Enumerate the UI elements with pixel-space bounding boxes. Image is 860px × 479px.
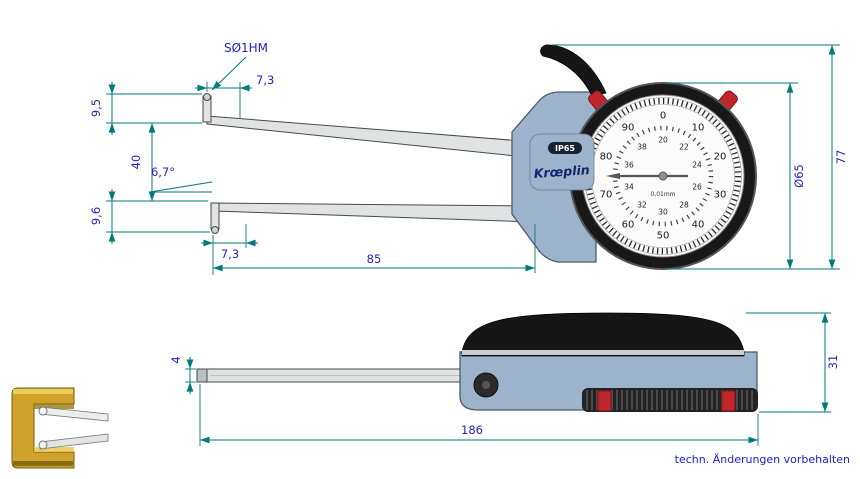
workpiece-upper-tip: [39, 406, 109, 422]
dial-number: 10: [692, 123, 705, 134]
lower-measuring-arm: [210, 202, 536, 234]
dial-outer-ticks: [585, 98, 741, 254]
dial-number: 20: [714, 152, 727, 163]
brass-part-illustration: [11, 387, 109, 469]
dial-inner-number: 34: [624, 183, 634, 192]
dial-inner-number: 22: [679, 143, 689, 152]
svg-text:77: 77: [834, 150, 848, 165]
ip-rating-label: IP65: [555, 144, 575, 153]
svg-text:186: 186: [461, 423, 483, 437]
svg-text:Ø65: Ø65: [792, 164, 806, 188]
dimension-body-height: 77: [552, 44, 848, 269]
dial-number: 80: [600, 152, 613, 163]
dimension-arm-thickness: 4: [169, 356, 196, 394]
side-red-clamp-right: [721, 390, 736, 412]
brand-logo: Krœplin: [533, 162, 590, 181]
dimension-side-height: 31: [746, 312, 840, 413]
dial-number: 30: [714, 190, 727, 201]
svg-text:7,3: 7,3: [221, 247, 239, 261]
lower-contact-ball: [211, 226, 219, 234]
svg-text:7,3: 7,3: [256, 73, 274, 87]
dimension-dial-diameter: Ø65: [668, 82, 840, 270]
trigger-lever: [540, 44, 607, 97]
dial-inner-number: 38: [637, 143, 647, 152]
dial-inner-number: 26: [692, 183, 702, 192]
dimension-upper-tip-height: 9,5: [89, 82, 202, 135]
svg-text:9,6: 9,6: [89, 207, 103, 225]
svg-text:6,7°: 6,7°: [151, 165, 175, 179]
svg-text:4: 4: [169, 356, 183, 363]
dial-number: 70: [600, 190, 613, 201]
dial-face: 0 10 20 30 40 50 60 70 80 90 20 22 24 26…: [569, 82, 757, 270]
footer-note: techn. Änderungen vorbehalten: [675, 453, 850, 466]
dial-number: 0: [660, 111, 666, 122]
dimension-lower-tip-height: 9,6: [89, 189, 210, 244]
dimension-upper-tip-offset: 7,3: [195, 73, 274, 118]
dial-number: 60: [622, 220, 635, 231]
side-view-dial-dome: [461, 312, 745, 357]
dimension-arm-span: 40: [106, 123, 208, 202]
dial-number: 40: [692, 220, 705, 231]
side-view-arm: [196, 368, 491, 383]
svg-text:9,5: 9,5: [89, 99, 103, 117]
brand-plate: IP65 Krœplin: [529, 133, 595, 191]
dial-inner-number: 36: [624, 161, 634, 170]
dimension-angle: 6,7°: [149, 165, 213, 193]
svg-text:40: 40: [129, 155, 143, 170]
ip-rating-badge: [548, 142, 582, 154]
dial-inner-number: 24: [692, 161, 702, 170]
dial-graduation-label: 0,01mm: [650, 191, 675, 198]
dial-inner-number: 30: [658, 208, 668, 217]
side-view-body: [459, 312, 758, 412]
side-view-knurled-bezel: [582, 388, 758, 412]
dial-inner-number: 32: [637, 201, 647, 210]
svg-text:31: 31: [826, 355, 840, 370]
dimension-total-length: 186: [199, 384, 759, 446]
dial-number: 90: [622, 123, 635, 134]
dial-needle: [606, 171, 688, 181]
upper-measuring-arm: [202, 93, 536, 159]
workpiece-lower-tip: [39, 433, 109, 450]
dial-inner-number: 28: [679, 201, 689, 210]
dial-number: 50: [657, 231, 670, 242]
svg-text:85: 85: [367, 252, 382, 266]
dimension-arm-length: 85: [213, 224, 536, 273]
side-red-clamp-left: [597, 390, 612, 412]
upper-contact-ball: [203, 93, 211, 101]
dimension-tip-label: SØ1HM: [211, 41, 268, 91]
svg-text:SØ1HM: SØ1HM: [224, 41, 268, 55]
dial-inner-ticks: [612, 125, 714, 227]
dial-inner-number: 20: [658, 136, 668, 145]
